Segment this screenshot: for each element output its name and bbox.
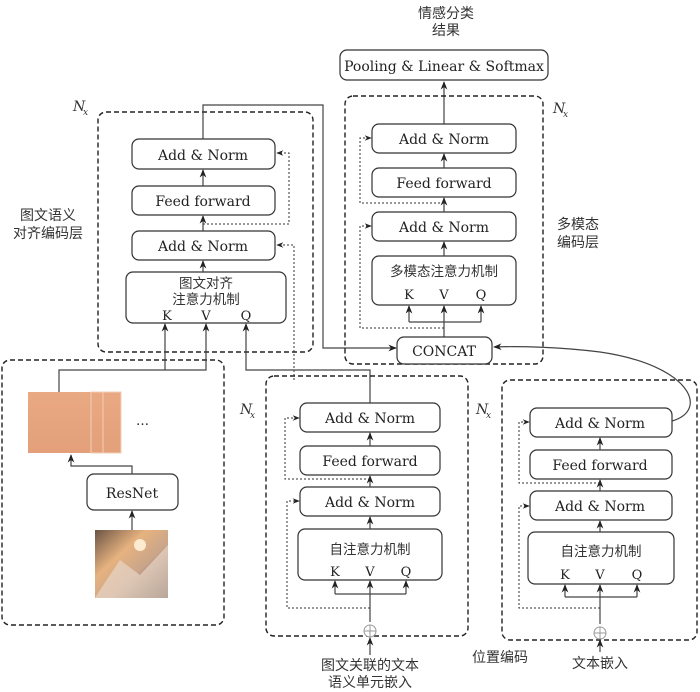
semantic-unit-encoder: Nx Add & Norm Feed forward Add & Norm 自注… xyxy=(239,375,469,691)
image-encoder: … ResNet xyxy=(1,359,225,626)
svg-text:x: x xyxy=(250,411,255,421)
semantic-k: K xyxy=(330,565,340,580)
semantic-feed-forward: Feed forward xyxy=(299,445,441,476)
multimodal-add-norm-top: Add & Norm xyxy=(371,123,517,154)
alignment-to-concat-line xyxy=(202,104,397,352)
semantic-v: V xyxy=(364,565,375,580)
svg-text:ResNet: ResNet xyxy=(106,486,159,502)
text-encoder: Nx Add & Norm Feed forward Add & Norm 自注… xyxy=(475,379,698,672)
svg-text:Add & Norm: Add & Norm xyxy=(324,411,415,427)
nx-label-alignment: Nx xyxy=(72,99,88,118)
resnet-box: ResNet xyxy=(86,473,179,511)
svg-text:Feed forward: Feed forward xyxy=(322,454,417,470)
svg-text:N: N xyxy=(552,101,566,117)
multimodal-feed-forward: Feed forward xyxy=(371,167,517,198)
svg-text:x: x xyxy=(563,110,568,120)
multimodal-encoder-frame xyxy=(344,95,544,365)
feature-ellipsis: … xyxy=(136,414,149,429)
svg-text:x: x xyxy=(486,411,491,421)
svg-text:图文对齐: 图文对齐 xyxy=(179,276,233,292)
text-k: K xyxy=(560,568,570,583)
image-feature-maps xyxy=(28,391,122,454)
semantic-input-label-line2: 语义单元嵌入 xyxy=(328,675,412,691)
alignment-encoder: Nx 图文语义 对齐编码层 Add & Norm Feed forward Ad… xyxy=(13,99,314,380)
semantic-add-norm-top: Add & Norm xyxy=(299,402,441,433)
svg-text:Feed forward: Feed forward xyxy=(396,176,491,192)
text-attention: 自注意力机制 K V Q xyxy=(527,531,675,585)
text-v: V xyxy=(594,568,605,583)
text-input-label: 文本嵌入 xyxy=(572,656,628,672)
text-add-norm-bottom: Add & Norm xyxy=(529,490,673,521)
semantic-q: Q xyxy=(401,565,412,580)
alignment-attention: 图文对齐 注意力机制 K V Q xyxy=(125,271,287,324)
input-image xyxy=(95,530,168,598)
multimodal-k: K xyxy=(404,288,414,303)
text-q: Q xyxy=(632,568,643,583)
semantic-input-label-line1: 图文关联的文本 xyxy=(321,658,419,674)
svg-text:注意力机制: 注意力机制 xyxy=(172,291,240,308)
multimodal-attention: 多模态注意力机制 K V Q xyxy=(371,255,517,306)
text-add-norm-top: Add & Norm xyxy=(529,407,673,438)
nx-label-text: Nx xyxy=(475,402,491,421)
pooling-linear-softmax-box: Pooling & Linear & Softmax xyxy=(339,49,549,81)
multimodal-v: V xyxy=(438,288,449,303)
svg-text:Add & Norm: Add & Norm xyxy=(554,416,645,432)
alignment-v: V xyxy=(200,309,211,324)
alignment-k: K xyxy=(162,309,172,324)
svg-text:Add & Norm: Add & Norm xyxy=(324,495,415,511)
multimodal-side-label-line2: 编码层 xyxy=(557,235,599,251)
svg-text:Add & Norm: Add & Norm xyxy=(398,220,489,236)
alignment-side-label-line2: 对齐编码层 xyxy=(13,226,83,242)
multimodal-side-label-line1: 多模态 xyxy=(557,216,599,233)
output-label: 情感分类 结果 xyxy=(418,5,474,39)
svg-text:Add & Norm: Add & Norm xyxy=(157,239,248,255)
text-position-add-icon xyxy=(593,626,607,640)
text-feed-forward: Feed forward xyxy=(529,449,673,480)
alignment-add-norm-bottom: Add & Norm xyxy=(131,230,276,261)
semantic-add-norm-bottom: Add & Norm xyxy=(299,486,441,517)
svg-text:Feed forward: Feed forward xyxy=(155,194,250,210)
alignment-q: Q xyxy=(241,309,252,324)
svg-text:Add & Norm: Add & Norm xyxy=(398,132,489,148)
semantic-to-q-line xyxy=(242,323,371,403)
svg-text:N: N xyxy=(475,402,489,418)
svg-text:N: N xyxy=(72,99,86,115)
svg-text:CONCAT: CONCAT xyxy=(412,344,476,360)
svg-text:Feed forward: Feed forward xyxy=(552,458,647,474)
nx-label-multimodal: Nx xyxy=(552,101,568,120)
alignment-side-label-line1: 图文语义 xyxy=(20,208,76,224)
svg-text:Pooling & Linear & Softmax: Pooling & Linear & Softmax xyxy=(344,59,544,75)
svg-text:x: x xyxy=(83,108,88,118)
output-label-line1: 情感分类 xyxy=(418,5,474,22)
svg-text:Add & Norm: Add & Norm xyxy=(554,499,645,515)
multimodal-q: Q xyxy=(476,288,487,303)
svg-text:多模态注意力机制: 多模态注意力机制 xyxy=(390,263,498,280)
output-label-line2: 结果 xyxy=(432,23,460,39)
concat-box: CONCAT xyxy=(396,336,493,365)
position-encoding-label: 位置编码 xyxy=(472,650,528,666)
alignment-feed-forward: Feed forward xyxy=(131,185,276,216)
svg-text:自注意力机制: 自注意力机制 xyxy=(330,541,411,558)
image-to-v-line xyxy=(58,323,210,392)
alignment-add-norm-top: Add & Norm xyxy=(131,138,276,170)
svg-text:自注意力机制: 自注意力机制 xyxy=(561,543,642,560)
svg-text:Add & Norm: Add & Norm xyxy=(157,148,248,164)
svg-text:N: N xyxy=(239,402,253,418)
semantic-attention: 自注意力机制 K V Q xyxy=(297,528,443,581)
multimodal-add-norm-bottom: Add & Norm xyxy=(371,211,517,242)
nx-label-semantic: Nx xyxy=(239,402,255,421)
text-to-concat-curve xyxy=(493,343,691,422)
multimodal-encoder: Nx 多模态 编码层 Add & Norm Feed forward Add &… xyxy=(344,95,599,365)
semantic-position-add-icon xyxy=(363,624,377,638)
